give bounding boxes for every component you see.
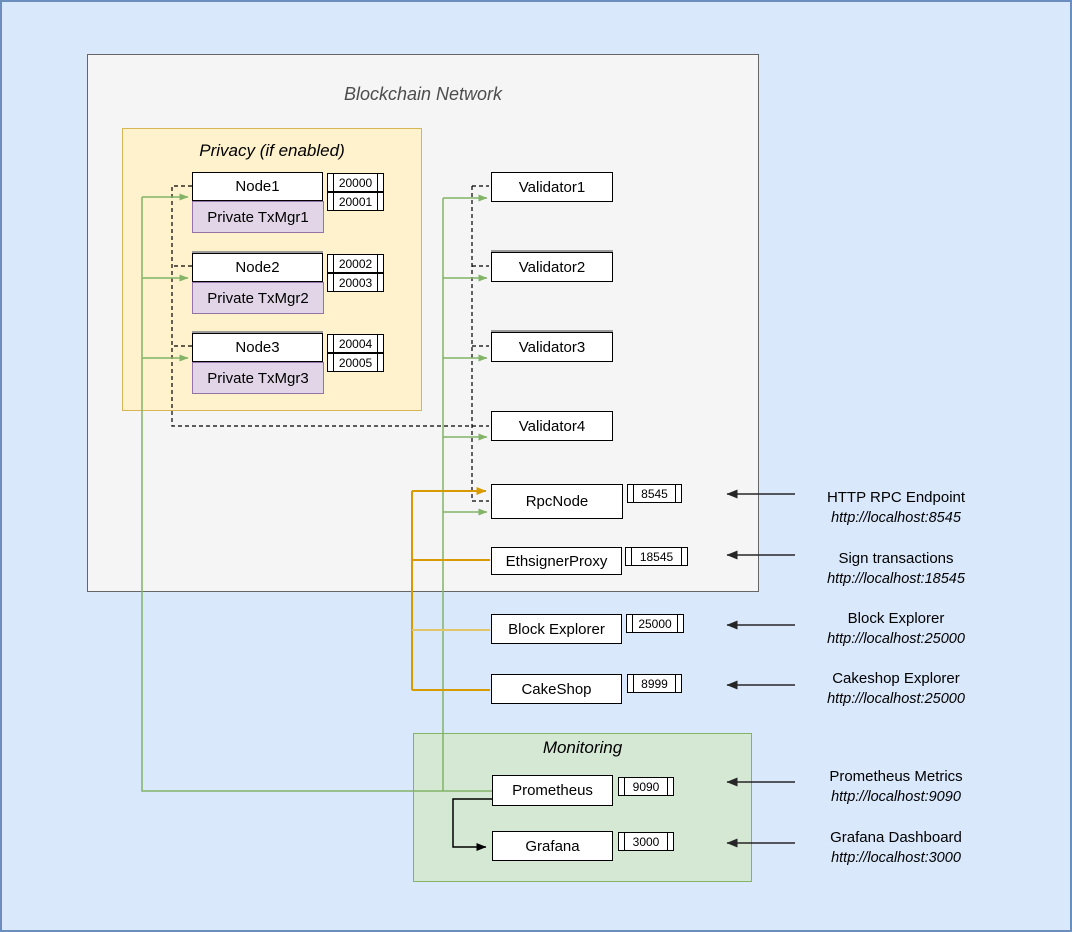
annotation-title: HTTP RPC Endpoint [826, 489, 966, 506]
annotation-title: Sign transactions [838, 550, 954, 567]
node3-port-tab: 20005 [327, 353, 384, 372]
ethsignerproxy-port-tab: 18545 [625, 547, 688, 566]
annotation-title: Prometheus Metrics [829, 768, 963, 785]
cakeshop-box: CakeShop [491, 674, 622, 704]
prometheus-box: Prometheus [492, 775, 613, 806]
annotation-title: Cakeshop Explorer [832, 670, 960, 687]
annotation-title: Grafana Dashboard [830, 829, 962, 846]
annotation-url: http://localhost:8545 [831, 510, 961, 526]
privacy-title: Privacy (if enabled) [199, 141, 345, 160]
block-explorer-box: Block Explorer [491, 614, 622, 644]
annotation-url: http://localhost:9090 [831, 789, 961, 805]
rpcnode-port-tab: 8545 [627, 484, 682, 503]
node1-txmgr-box: Private TxMgr1 [192, 201, 324, 233]
annotation-url: http://localhost:18545 [827, 571, 965, 587]
node1-port-tab: 20001 [327, 192, 384, 211]
annotation-url: http://localhost:25000 [827, 631, 965, 647]
node2-port-tab: 20002 [327, 254, 384, 273]
annotation-prometheus-metrics: Prometheus Metrics http://localhost:9090 [771, 767, 1021, 808]
monitoring-title: Monitoring [542, 738, 623, 757]
block-explorer-port-tab: 25000 [626, 614, 684, 633]
annotation-block-explorer: Block Explorer http://localhost:25000 [771, 609, 1021, 650]
node3-port-tab: 20004 [327, 334, 384, 353]
blockchain-network-title: Blockchain Network [343, 84, 503, 104]
grafana-port-tab: 3000 [618, 832, 674, 851]
validator1-box: Validator1 [491, 172, 613, 202]
annotation-http-rpc: HTTP RPC Endpoint http://localhost:8545 [771, 488, 1021, 529]
annotation-cakeshop-explorer: Cakeshop Explorer http://localhost:25000 [771, 669, 1021, 710]
rpcnode-box: RpcNode [491, 484, 623, 519]
validator4-box: Validator4 [491, 411, 613, 441]
node1-box: Node1 [192, 172, 323, 201]
node3-box: Node3 [192, 333, 323, 362]
annotation-sign-transactions: Sign transactions http://localhost:18545 [771, 549, 1021, 590]
prometheus-port-tab: 9090 [618, 777, 674, 796]
node1-port-tab: 20000 [327, 173, 384, 192]
node2-txmgr-box: Private TxMgr2 [192, 282, 324, 314]
annotation-url: http://localhost:3000 [831, 850, 961, 866]
validator3-box: Validator3 [491, 332, 613, 362]
cakeshop-port-tab: 8999 [627, 674, 682, 693]
node2-box: Node2 [192, 253, 323, 282]
validator2-box: Validator2 [491, 252, 613, 282]
node3-txmgr-box: Private TxMgr3 [192, 362, 324, 394]
ethsignerproxy-box: EthsignerProxy [491, 547, 622, 575]
annotation-title: Block Explorer [847, 610, 945, 627]
grafana-box: Grafana [492, 831, 613, 861]
annotation-url: http://localhost:25000 [827, 691, 965, 707]
annotation-grafana-dashboard: Grafana Dashboard http://localhost:3000 [771, 828, 1021, 869]
node2-port-tab: 20003 [327, 273, 384, 292]
